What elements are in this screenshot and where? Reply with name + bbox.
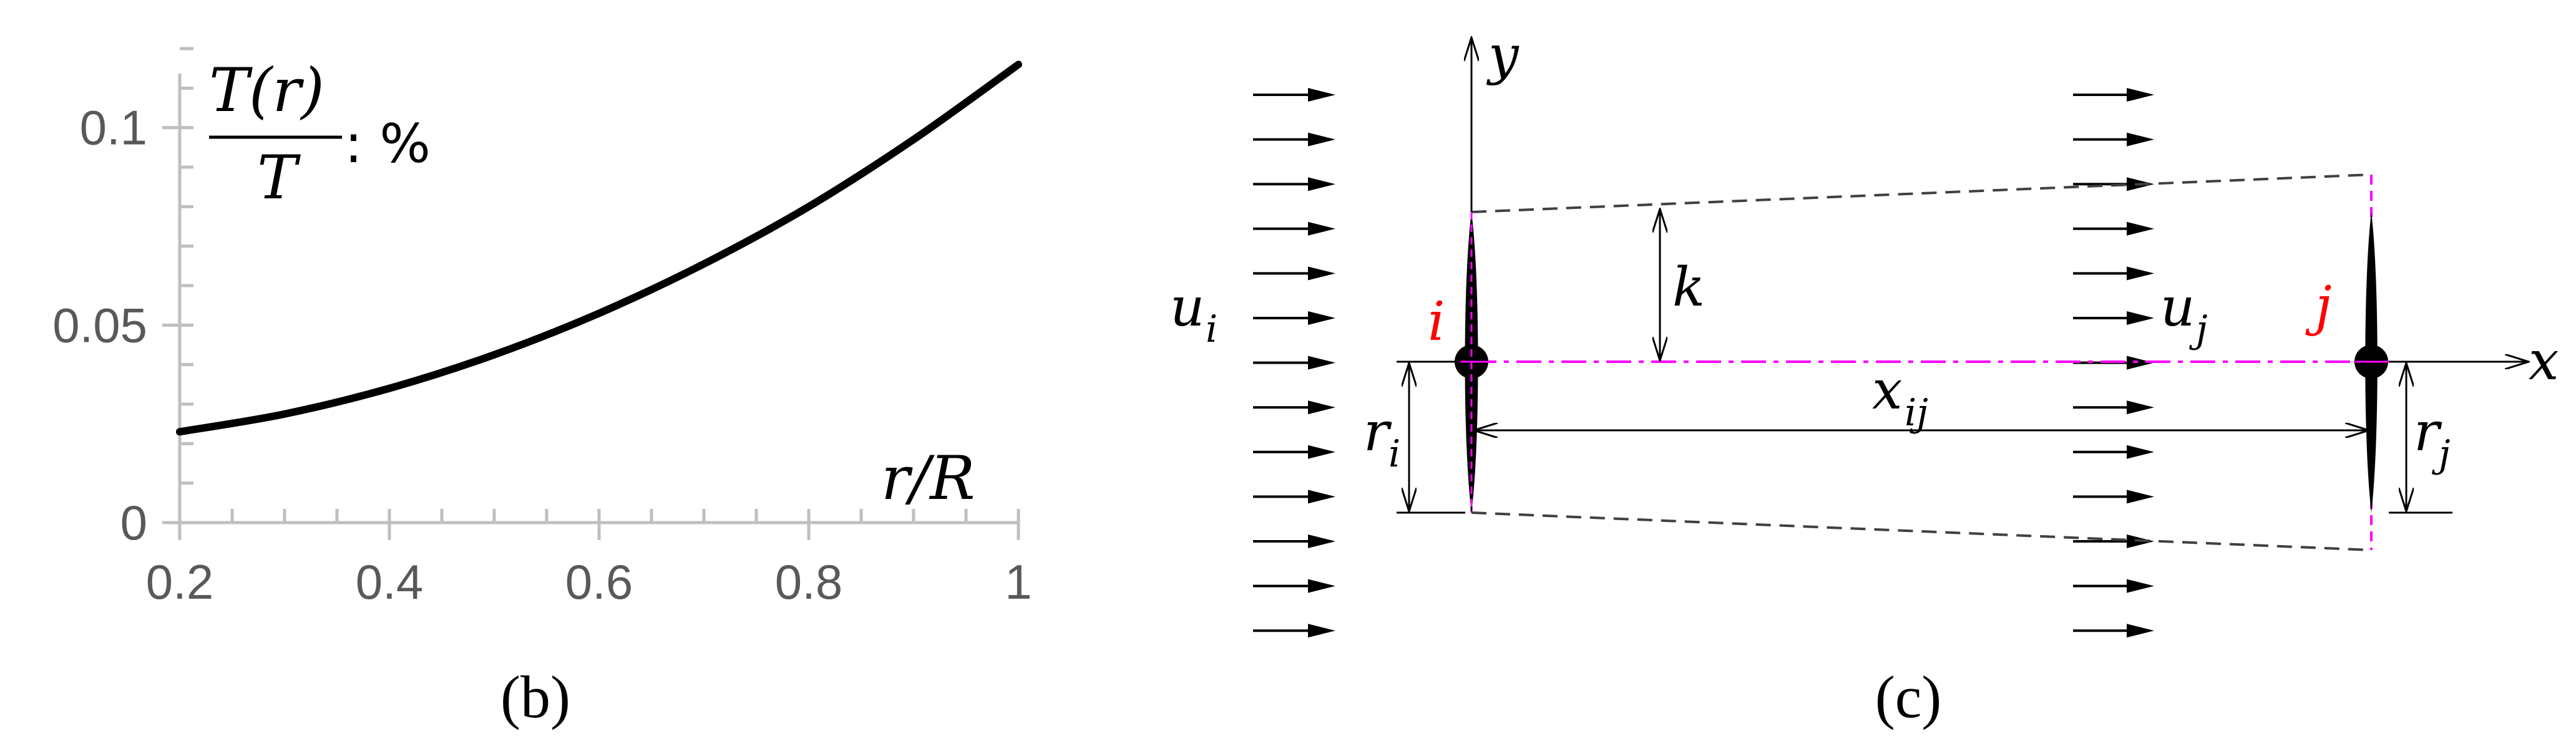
flow-arrowhead: [1308, 445, 1335, 459]
flow-arrowhead: [1308, 400, 1335, 415]
x-axis-label: x: [2529, 330, 2559, 392]
flow-arrowhead: [1308, 534, 1335, 548]
svg-text:ij: ij: [1905, 391, 1928, 435]
turbine-j: [2354, 212, 2389, 513]
expansion-label: k: [1672, 256, 1705, 319]
flow-arrowhead: [1308, 355, 1335, 370]
x-tick-label: 0.6: [565, 554, 633, 609]
flow-arrowhead: [2127, 355, 2154, 370]
y-tick-label: 0.1: [80, 100, 147, 155]
chart-panel-b: 0.2 0.4 0.6 0.8 1 0 0.05 0.1 T(r) T : % r/R (b): [52, 47, 1032, 730]
y-axis-label: y: [1486, 24, 1520, 87]
flow-label-j: u j: [2160, 276, 2208, 351]
flow-arrowhead: [2127, 624, 2154, 638]
ylabel-unit: : %: [344, 113, 431, 175]
flow-arrowhead: [2127, 445, 2154, 459]
flow-arrowhead: [1308, 624, 1335, 638]
flow-arrowhead: [2127, 88, 2154, 102]
diagram-panel-c: y x i j u i u j k: [1170, 24, 2559, 730]
ylabel-denominator: T: [257, 143, 301, 213]
y-tick-label: 0.05: [52, 297, 147, 352]
flow-arrowhead: [2127, 221, 2154, 236]
chart-ylabel: T(r) T : %: [209, 56, 431, 213]
svg-text:x: x: [1872, 359, 1903, 422]
chart-tick-labels: 0.2 0.4 0.6 0.8 1 0 0.05 0.1: [52, 100, 1032, 609]
radius-i-label: r i: [1364, 401, 1400, 476]
x-tick-label: 0.8: [775, 554, 842, 609]
svg-text:u: u: [1170, 276, 1204, 339]
radius-j-label: r j: [2414, 401, 2451, 476]
svg-text:i: i: [1388, 432, 1400, 476]
x-tick-label: 1: [1005, 554, 1032, 609]
flow-arrows-column-i: [1253, 88, 1335, 638]
flow-arrowhead: [2127, 400, 2154, 415]
flow-arrowhead: [1308, 132, 1335, 147]
flow-arrowhead: [1308, 221, 1335, 236]
flow-arrowhead: [1308, 266, 1335, 281]
flow-arrowhead: [1308, 311, 1335, 325]
chart-xlabel: r/R: [881, 443, 975, 513]
caption-c: (c): [1875, 664, 1942, 730]
flow-arrowhead: [1308, 579, 1335, 593]
svg-text:r: r: [2414, 401, 2442, 463]
chart-series: [176, 60, 1022, 436]
caption-b: (b): [500, 664, 570, 730]
flow-arrowhead: [2127, 490, 2154, 504]
chart-ticks: [162, 47, 1020, 540]
y-tick-label: 0: [120, 495, 147, 550]
wake-boundary-upper: [1471, 173, 2372, 213]
flow-arrowhead: [1308, 88, 1335, 102]
flow-arrowhead: [2127, 132, 2154, 147]
turbine-i-label: i: [1428, 291, 1445, 353]
flow-arrowhead: [2127, 266, 2154, 281]
turbine-j-label: j: [2305, 275, 2332, 337]
flow-arrowhead: [2127, 311, 2154, 325]
wake-boundary-lower: [1471, 511, 2372, 551]
flow-arrowhead: [1308, 177, 1335, 191]
svg-text:u: u: [2160, 276, 2195, 339]
distance-label: x ij: [1872, 359, 1928, 435]
x-tick-label: 0.2: [146, 554, 213, 609]
flow-label-i: u i: [1170, 276, 1217, 351]
ylabel-numerator: T(r): [209, 56, 324, 125]
flow-arrowhead: [2127, 579, 2154, 593]
svg-text:i: i: [1206, 307, 1217, 351]
x-tick-label: 0.4: [356, 554, 423, 609]
svg-text:r: r: [1364, 401, 1392, 463]
flow-arrowhead: [1308, 490, 1335, 504]
series-line-0: [176, 60, 1022, 436]
